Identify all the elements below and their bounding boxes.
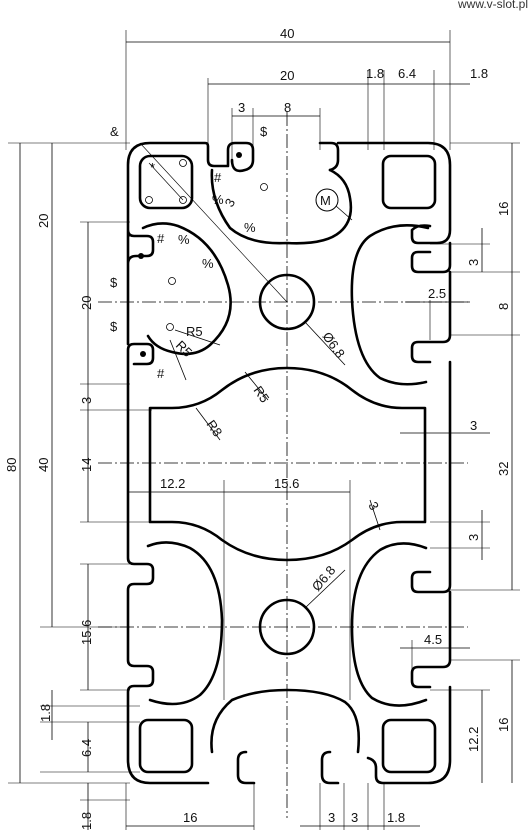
left-small-dot-2 — [140, 351, 146, 357]
dim-3-right-c-label: 3 — [466, 534, 481, 541]
dim-12-2-right-label: 12.2 — [466, 727, 481, 752]
dim-1-8-right-label: 1.8 — [470, 66, 488, 81]
hole-lower-leader — [304, 569, 346, 609]
hole-lower-label: Ø6.8 — [309, 563, 339, 594]
r5-a-label: R5 — [186, 324, 203, 339]
amp-marker: & — [110, 124, 119, 139]
percent-marker-2: % — [244, 220, 256, 235]
dim-8-right-label: 8 — [496, 303, 511, 310]
dim-3-bottom-a-label: 3 — [328, 810, 335, 825]
ref-circle-3 — [166, 323, 174, 331]
m-circle-marker: M — [320, 193, 331, 208]
dim-4-5-label: 4.5 — [424, 632, 442, 647]
hole-upper-label: Ø6.8 — [320, 329, 348, 361]
square-diagonal — [148, 162, 184, 201]
ref-circle-1 — [260, 183, 268, 191]
dim-20-upper-label: 20 — [36, 214, 51, 228]
r5-b-leader — [169, 339, 187, 381]
r8-leader — [195, 407, 221, 441]
corner-diagonal — [139, 142, 288, 303]
dim-14-label: 14 — [79, 458, 94, 472]
dollar-marker-top: $ — [260, 124, 268, 139]
dim-line-3-diag — [369, 499, 381, 531]
dim-1-8-left-label: 1.8 — [38, 704, 53, 722]
hash-marker-3: # — [157, 366, 165, 381]
percent-marker-1: % — [212, 192, 224, 207]
upper-top-lobe — [210, 168, 353, 245]
dim-80-label: 80 — [4, 458, 19, 472]
top-dimensions: 40 20 1.8 6.4 1.8 3 8 — [125, 26, 488, 160]
profile-outline — [126, 141, 452, 785]
middle-slot-channel — [148, 366, 427, 562]
dim-40-left-label: 40 — [36, 458, 51, 472]
dim-3-mid-label: 3 — [470, 418, 477, 433]
upper-center-hole — [258, 273, 316, 331]
dim-1-8-bottom-label: 1.8 — [387, 810, 405, 825]
ref-circle-4 — [179, 159, 187, 167]
dim-6-4-left-label: 6.4 — [79, 739, 94, 757]
dim-3-right-a-label: 3 — [466, 259, 481, 266]
middle-dimensions: 12.2 15.6 3 — [128, 476, 382, 700]
dollar-marker-low: $ — [110, 319, 118, 334]
r5-c-label: R5 — [251, 383, 273, 405]
r8-label: R8 — [204, 417, 226, 439]
dim-15-6-mid-label: 15.6 — [274, 476, 299, 491]
dim-3-bottom-b-label: 3 — [351, 810, 358, 825]
left-small-dot — [138, 253, 144, 259]
upper-left-square-hole — [138, 154, 194, 210]
left-dimensions: 80 20 40 20 3 14 15.6 1.8 6.4 1.8 — [4, 142, 152, 830]
upper-right-lobe — [350, 224, 430, 386]
lower-center-hole — [258, 598, 316, 656]
right-dimensions: 16 3 8 2.5 32 3 3 4.5 16 12.2 — [400, 142, 520, 783]
lower-right-square-hole — [381, 718, 437, 774]
dim-3-left-label: 3 — [79, 397, 94, 404]
m-leader — [335, 205, 353, 221]
dim-2-5-label: 2.5 — [428, 286, 446, 301]
dim-16-bottom-label: 16 — [496, 718, 511, 732]
lower-left-square-hole — [138, 718, 194, 774]
percent-marker-3: % — [178, 232, 190, 247]
dim-32-label: 32 — [496, 462, 511, 476]
star-marker: * — [150, 160, 155, 175]
dim-12-2-mid-label: 12.2 — [160, 476, 185, 491]
hash-marker-2: # — [157, 231, 165, 246]
dim-20-lower-label: 20 — [79, 296, 94, 310]
dim-40-label: 40 — [280, 26, 294, 41]
ref-circle-2 — [168, 277, 176, 285]
r5-c-leader — [244, 371, 269, 401]
upper-left-lobe — [141, 222, 232, 356]
dim-1-8-bottom-left-label: 1.8 — [79, 812, 94, 830]
ref-circle-6 — [179, 196, 187, 204]
dollar-marker-mid: $ — [110, 275, 118, 290]
upper-small-dot — [236, 152, 242, 158]
hole-upper-leader — [304, 321, 346, 366]
callouts: R5 R5 R5 R8 Ø6.8 Ø6.8 — [169, 321, 348, 609]
dim-16-bottom-h-label: 16 — [183, 810, 197, 825]
lower-right-lobe — [350, 542, 428, 707]
dim-3-top-label: 3 — [238, 100, 245, 115]
percent-marker-4: % — [202, 256, 214, 271]
dim-1-8-top-label: 1.8 — [366, 66, 384, 81]
upper-right-square-hole — [381, 154, 437, 210]
markers: & $ $ $ # # # % % % % 3 * M — [110, 124, 353, 381]
dim-20-label: 20 — [280, 68, 294, 83]
bottom-dimensions: 16 3 3 1.8 — [125, 783, 420, 830]
r5-a-leader — [174, 329, 221, 346]
outer-contour — [126, 141, 452, 785]
m-circle-ring — [315, 188, 339, 212]
dim-8-top-label: 8 — [284, 100, 291, 115]
hash-marker-1: # — [214, 170, 222, 185]
dim-16-top-label: 16 — [496, 202, 511, 216]
lower-left-lobe — [146, 541, 224, 706]
dim-15-6-left-label: 15.6 — [79, 620, 94, 645]
watermark-text: www.v-slot.pl — [457, 0, 528, 11]
three-diag-marker: 3 — [222, 196, 239, 210]
lower-bottom-lobe — [210, 688, 360, 754]
dim-6-4-top-label: 6.4 — [398, 66, 416, 81]
ref-circle-5 — [145, 196, 153, 204]
